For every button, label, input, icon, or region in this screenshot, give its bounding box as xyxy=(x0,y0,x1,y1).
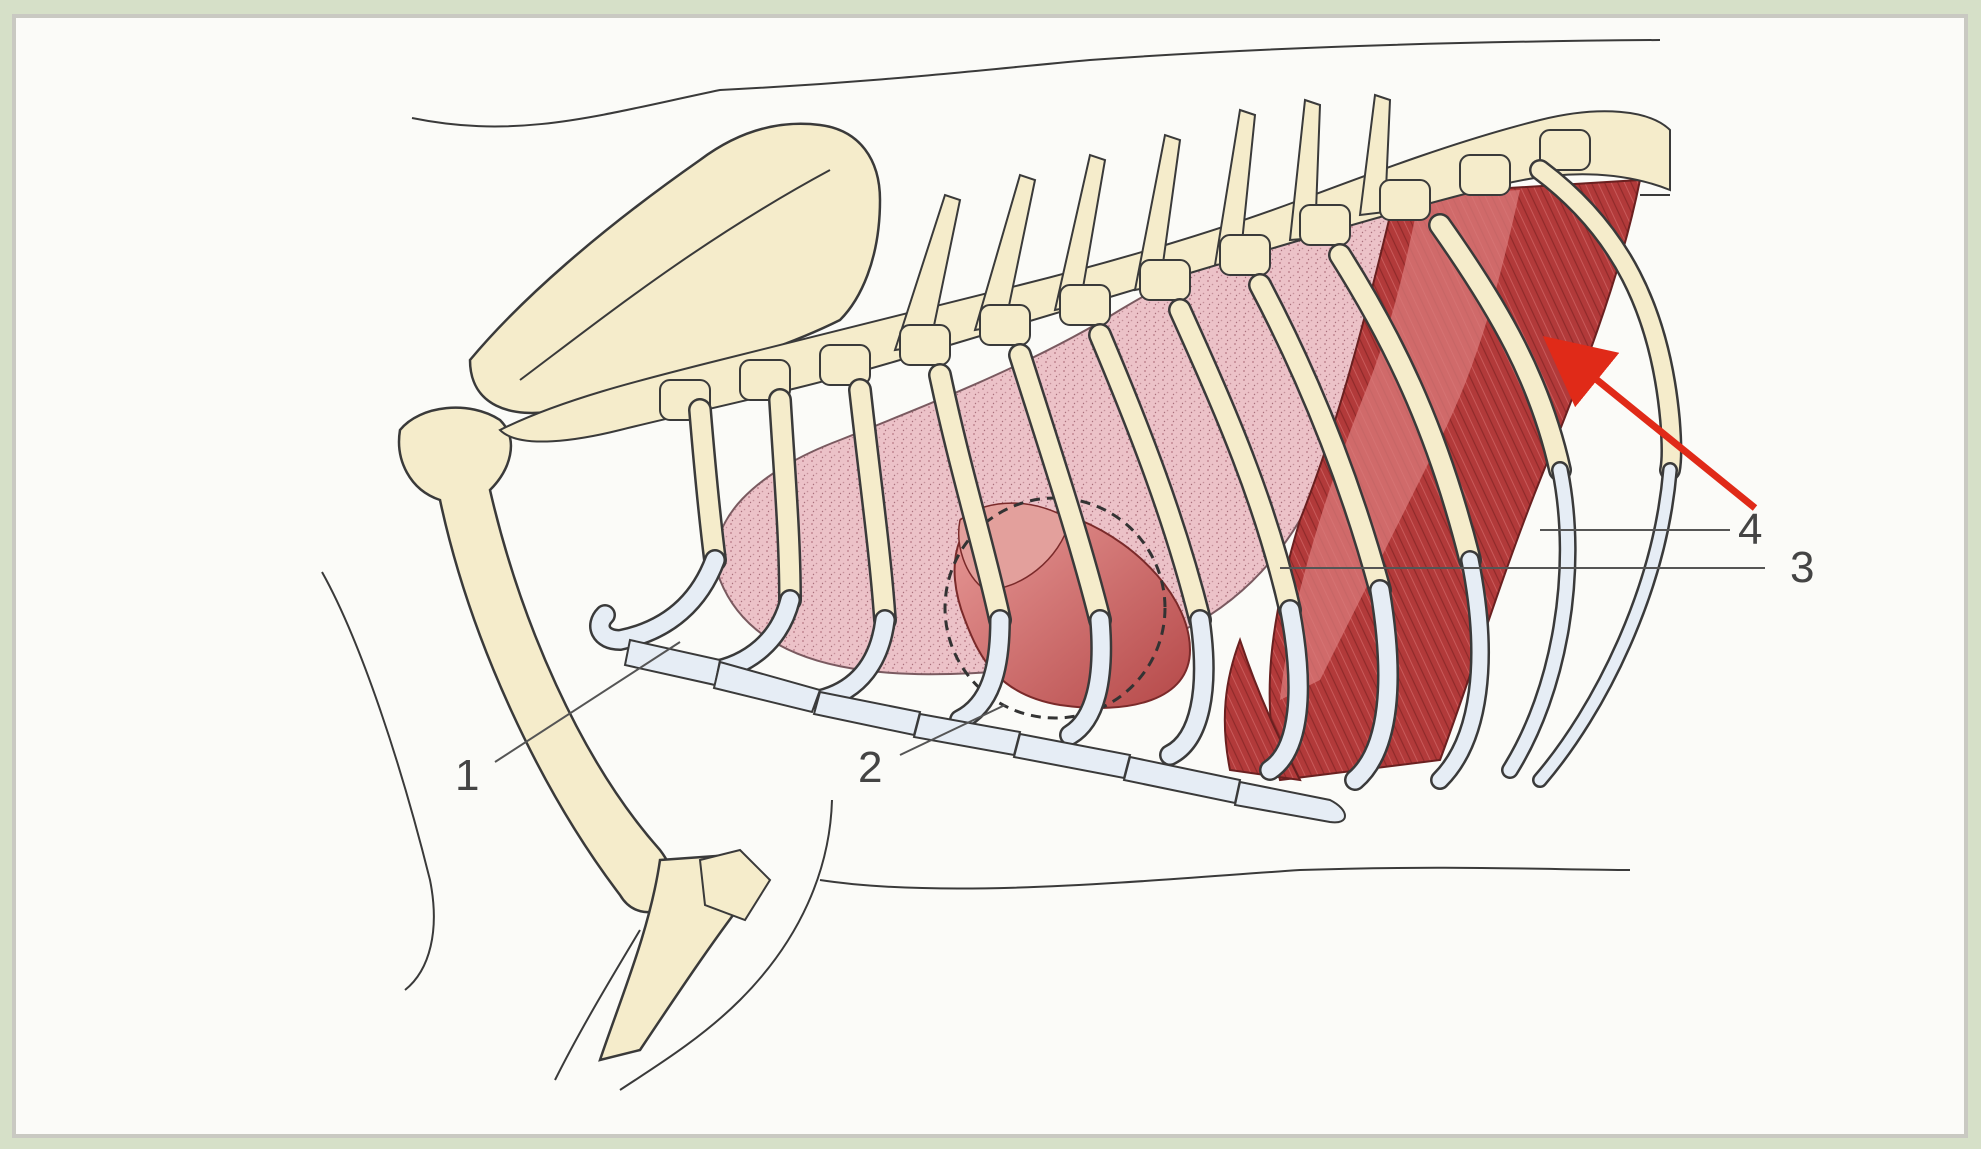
label-4: 4 xyxy=(1738,505,1762,554)
label-1: 1 xyxy=(455,751,479,800)
label-2: 2 xyxy=(858,743,882,792)
label-3: 3 xyxy=(1790,543,1814,592)
